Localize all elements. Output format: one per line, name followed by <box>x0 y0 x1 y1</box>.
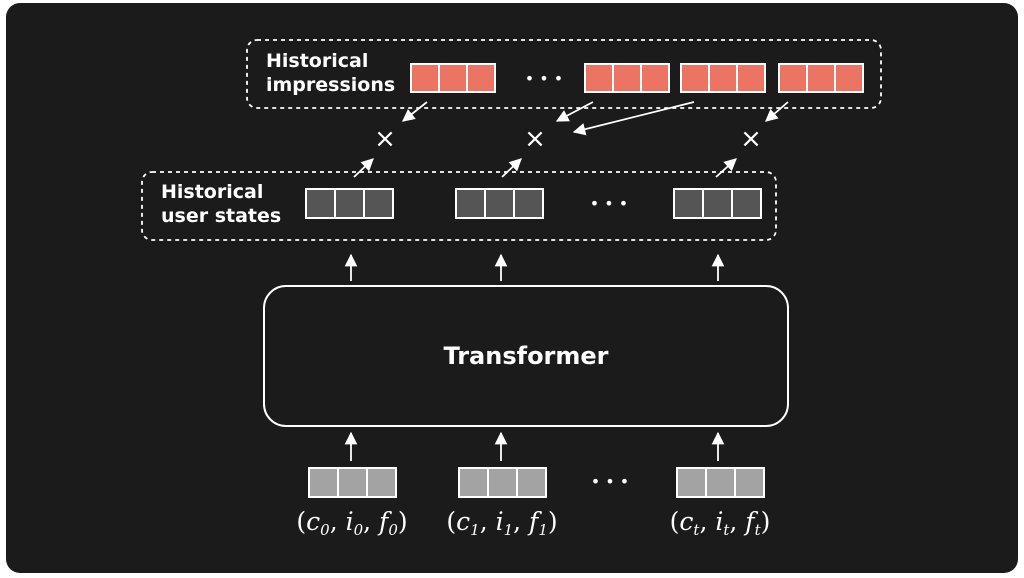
transformer-label: Transformer <box>443 342 609 370</box>
transformer-box <box>263 285 789 427</box>
impressions-ellipsis: • • • <box>525 69 563 88</box>
input-vector-3 <box>676 467 765 498</box>
historical-impressions-label-line1: Historical <box>266 50 369 72</box>
user-state-vector-3 <box>673 188 762 219</box>
historical-impressions-label: Historical impressions <box>266 49 395 97</box>
impression-vector-3 <box>680 63 766 93</box>
arrow-impression-to-multiply-3 <box>765 101 789 122</box>
historical-user-states-label: Historical user states <box>161 180 281 228</box>
user-states-ellipsis: • • • <box>590 194 628 213</box>
multiply-symbol-3: × <box>740 124 762 154</box>
inputs-ellipsis: • • • <box>591 472 629 491</box>
arrow-impression-to-multiply-2a <box>555 101 594 122</box>
arrow-user-state-to-multiply-2 <box>501 158 522 178</box>
user-state-vector-1 <box>305 188 394 219</box>
historical-user-states-panel <box>141 171 777 241</box>
input-label-t: (ct, it, ft) <box>669 507 771 539</box>
arrow-user-state-to-multiply-1 <box>353 158 374 178</box>
multiply-symbol-1: × <box>374 124 396 154</box>
impression-vector-2 <box>584 63 670 93</box>
impression-vector-1 <box>410 63 496 93</box>
input-label-0: (c0, i0, f0) <box>296 507 408 539</box>
input-vector-2 <box>458 467 547 498</box>
input-label-1: (c1, i1, f1) <box>446 507 558 539</box>
user-state-vector-2 <box>455 188 544 219</box>
historical-user-states-label-line2: user states <box>161 205 282 227</box>
impression-vector-4 <box>778 63 864 93</box>
historical-impressions-panel <box>246 39 882 109</box>
arrow-impression-to-multiply-2b <box>572 101 695 136</box>
multiply-symbol-2: × <box>524 124 546 154</box>
historical-impressions-label-line2: impressions <box>266 74 396 96</box>
input-vector-1 <box>308 467 397 498</box>
arrow-user-state-to-multiply-3 <box>715 158 737 178</box>
historical-user-states-label-line1: Historical <box>161 181 264 203</box>
arrow-impression-to-multiply-1 <box>402 101 428 122</box>
